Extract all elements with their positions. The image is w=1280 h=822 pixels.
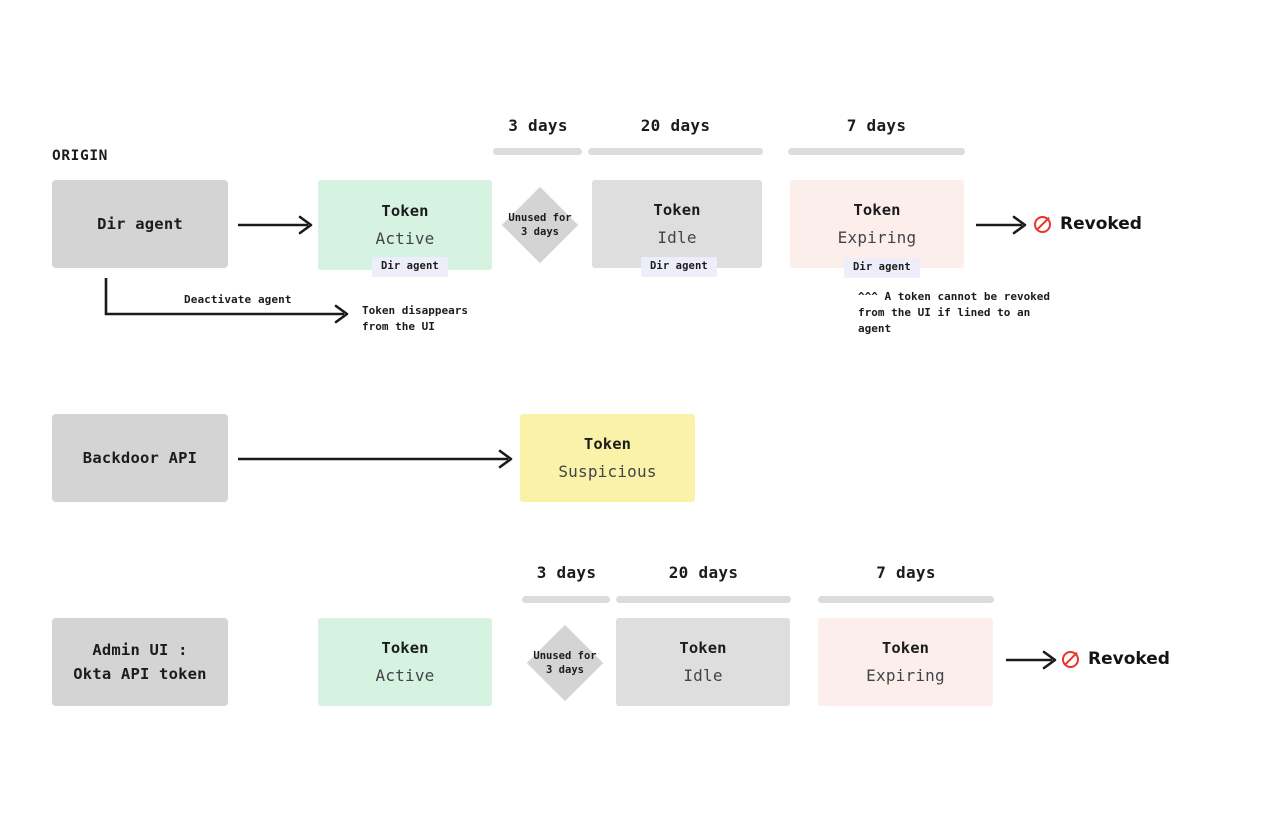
arrow-expiring-to-revoked xyxy=(976,215,1027,235)
state-box-token-expiring-bottom: Token Expiring xyxy=(818,618,993,706)
state-status: Active xyxy=(375,666,435,685)
duration-label-20-days: 20 days xyxy=(640,116,711,135)
arrow-deactivate-agent xyxy=(104,278,349,324)
duration-label-3-days-bottom: 3 days xyxy=(536,563,597,582)
origin-box-dir-agent: Dir agent xyxy=(52,180,228,268)
agent-chip-active: Dir agent xyxy=(372,257,448,277)
duration-bar-7-days xyxy=(788,148,965,155)
state-title: Token xyxy=(653,201,701,219)
duration-label-7-days: 7 days xyxy=(846,116,907,135)
state-title: Token xyxy=(381,639,429,657)
state-title: Token xyxy=(381,202,429,220)
note-revoke-restriction: ^^^ A token cannot be revoked from the U… xyxy=(858,290,1051,335)
end-state-revoked: Revoked xyxy=(1034,214,1142,234)
arrow-expiring-to-revoked-bottom xyxy=(1006,650,1057,670)
edge-label-deactivate-agent: Deactivate agent xyxy=(184,293,292,306)
duration-bar-3-days xyxy=(493,148,582,155)
prohibited-icon xyxy=(1062,650,1079,668)
branch-target-token-disappears: Token disappears from the UI xyxy=(362,304,468,333)
duration-label-3-days: 3 days xyxy=(508,116,568,135)
state-title: Token xyxy=(881,639,930,657)
prohibited-icon xyxy=(1034,215,1051,233)
gate-unused-for-3-days: Unused for 3 days xyxy=(500,186,580,264)
agent-chip-expiring: Dir agent xyxy=(844,258,920,278)
arrow-backdoor-to-suspicious xyxy=(238,449,513,469)
duration-bar-20-days xyxy=(588,148,763,155)
state-status: Idle xyxy=(657,228,697,247)
origin-box-admin-ui: Admin UI : Okta API token xyxy=(52,618,228,706)
agent-chip-idle: Dir agent xyxy=(641,257,717,277)
gate-label: Unused for 3 days xyxy=(533,649,597,676)
state-box-token-expiring: Token Expiring xyxy=(790,180,964,268)
duration-bar-20-days-bottom xyxy=(616,596,791,603)
duration-label-7-days-bottom: 7 days xyxy=(876,563,936,582)
state-status: Active xyxy=(375,229,435,248)
gate-label: Unused for 3 days xyxy=(508,211,572,238)
duration-bar-7-days-bottom xyxy=(818,596,994,603)
state-status: Expiring xyxy=(866,666,945,685)
end-state-revoked-bottom: Revoked xyxy=(1062,649,1170,669)
state-status: Idle xyxy=(683,666,723,685)
state-title: Token xyxy=(853,201,901,219)
origin-caption: ORIGIN xyxy=(52,148,108,164)
end-state-label: Revoked xyxy=(1060,214,1142,234)
state-box-token-idle-bottom: Token Idle xyxy=(616,618,790,706)
state-box-token-active-bottom: Token Active xyxy=(318,618,492,706)
state-status: Expiring xyxy=(837,228,917,247)
state-box-token-active: Token Active xyxy=(318,180,492,270)
gate-unused-for-3-days-bottom: Unused for 3 days xyxy=(525,624,605,702)
duration-label-20-days-bottom: 20 days xyxy=(668,563,739,582)
state-box-token-idle: Token Idle xyxy=(592,180,762,268)
state-title: Token xyxy=(583,435,632,453)
arrow-origin-to-active xyxy=(238,215,313,235)
state-status: Suspicious xyxy=(558,462,657,481)
end-state-label: Revoked xyxy=(1088,649,1170,669)
state-title: Token xyxy=(679,639,727,657)
duration-bar-3-days-bottom xyxy=(522,596,610,603)
origin-box-backdoor-api: Backdoor API xyxy=(52,414,228,502)
state-box-token-suspicious: Token Suspicious xyxy=(520,414,695,502)
